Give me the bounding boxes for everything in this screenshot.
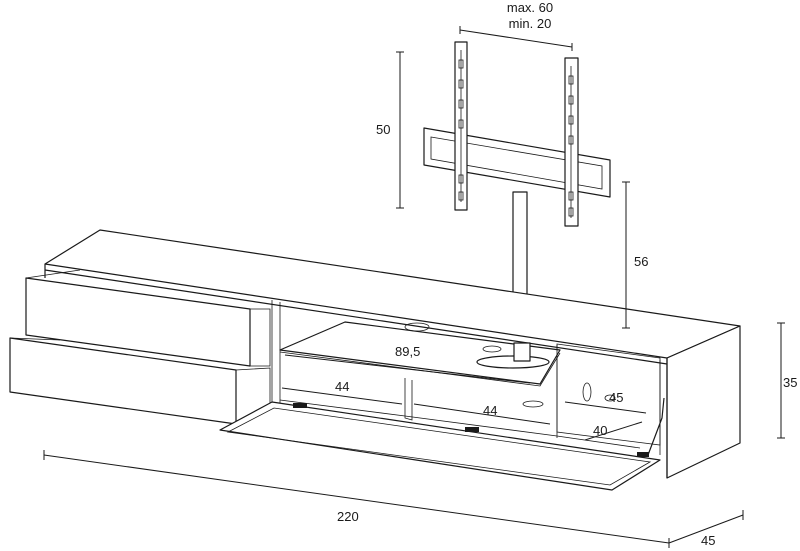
bracket-height-label: 50	[376, 122, 390, 137]
pole-height-label: 56	[634, 254, 648, 269]
shelf-width-label: 89,5	[395, 344, 420, 359]
left-compartment-label: 44	[335, 379, 349, 394]
right-depth-lower-label: 40	[593, 423, 607, 438]
tv-pole	[512, 191, 528, 307]
bracket-max-label: max. 60	[507, 0, 553, 15]
drawer-top	[25, 269, 271, 367]
cabinet-body	[44, 229, 741, 479]
flap-door	[219, 397, 665, 491]
tv-bracket	[423, 41, 611, 227]
cabinet-depth-label: 45	[701, 533, 715, 548]
middle-compartment-label: 44	[483, 403, 497, 418]
bracket-min-label: min. 20	[509, 16, 552, 31]
dimension-labels: max. 60 min. 20 50 56 89,5 44 44 45 40 3…	[335, 0, 797, 548]
dimension-lines	[43, 26, 785, 548]
cabinet-width-label: 220	[337, 509, 359, 524]
cabinet-height-label: 35	[783, 375, 797, 390]
right-depth-upper-label: 45	[609, 390, 623, 405]
